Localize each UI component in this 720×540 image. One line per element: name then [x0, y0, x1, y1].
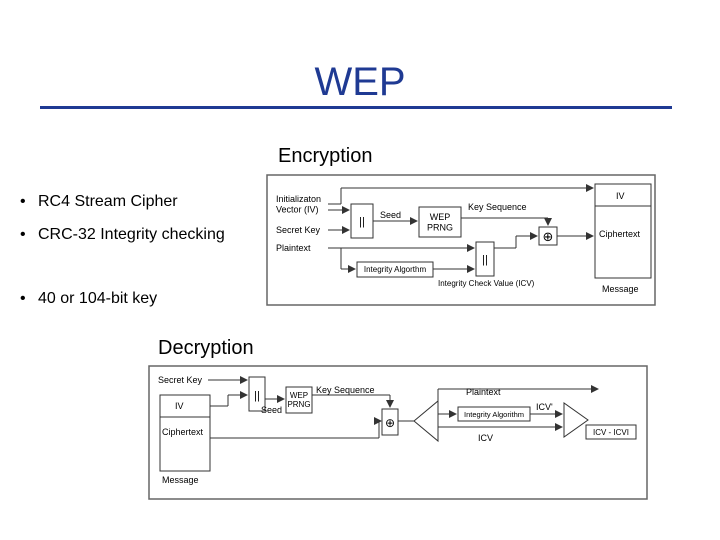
dec-integrity-label: Integrity Algorithm — [464, 410, 524, 419]
bullet-rc4: • RC4 Stream Cipher — [20, 192, 178, 212]
bullet-rc4-text: RC4 Stream Cipher — [38, 193, 178, 210]
dec-comparator — [563, 402, 589, 438]
bullet-crc32-text: CRC-32 Integrity checking — [38, 226, 225, 243]
decryption-diagram: Secret Key IV Ciphertext Message || Seed… — [148, 365, 648, 500]
bullet-crc32: • CRC-32 Integrity checking — [20, 225, 225, 245]
dec-message-label: Message — [162, 475, 199, 485]
enc-plaintext-label: Plaintext — [276, 243, 311, 253]
bullet-key-length-text: 40 or 104-bit key — [38, 290, 158, 307]
dec-key-sequence-label: Key Sequence — [316, 385, 375, 395]
enc-key-sequence-label: Key Sequence — [468, 202, 527, 212]
encryption-heading: Encryption — [278, 145, 373, 167]
dec-compare-box — [585, 424, 637, 440]
dec-secret-key-label: Secret Key — [158, 375, 203, 385]
encryption-frame — [266, 174, 656, 306]
enc-ciphertext-label: Ciphertext — [599, 229, 641, 239]
bullet-glyph: • — [20, 193, 26, 210]
dec-icv-label: ICV — [478, 433, 493, 443]
page-title: WEP — [314, 60, 406, 104]
bullet-glyph: • — [20, 290, 26, 307]
dec-ciphertext-label: Ciphertext — [162, 427, 204, 437]
dec-icv-prime-label: ICV' — [536, 402, 553, 412]
enc-concat2-box — [475, 241, 495, 277]
dec-plaintext-label: Plaintext — [466, 387, 501, 397]
dec-iv-box-label: IV — [175, 401, 184, 411]
bullet-glyph: • — [20, 226, 26, 243]
dec-prng-box — [285, 386, 313, 414]
enc-seed-label: Seed — [380, 210, 401, 220]
dec-seed-label: Seed — [261, 405, 282, 415]
dec-concat-symbol: || — [254, 390, 260, 402]
dec-splitter — [413, 399, 439, 443]
title-underline — [40, 106, 672, 109]
bullet-key-length: • 40 or 104-bit key — [20, 289, 157, 309]
enc-secret-key-label: Secret Key — [276, 225, 321, 235]
enc-concat2-symbol: || — [482, 254, 488, 266]
dec-message-box — [159, 394, 211, 472]
dec-xor-symbol: ⊕ — [385, 416, 395, 430]
decryption-heading: Decryption — [158, 337, 254, 359]
enc-integrity-label: Integrity Algorthm — [364, 265, 427, 274]
enc-output-box — [594, 183, 652, 279]
dec-compare-label: ICV - ICVI — [593, 428, 629, 437]
enc-icv-label: Integrity Check Value (ICV) — [438, 279, 535, 288]
enc-prng-box — [418, 206, 462, 238]
dec-concat-box — [248, 376, 266, 412]
enc-xor-symbol: ⊕ — [543, 229, 554, 244]
enc-iv-box-label: IV — [616, 191, 625, 201]
enc-concat-symbol: || — [359, 216, 365, 228]
enc-message-label: Message — [602, 284, 639, 294]
dec-xor-box — [381, 408, 399, 436]
